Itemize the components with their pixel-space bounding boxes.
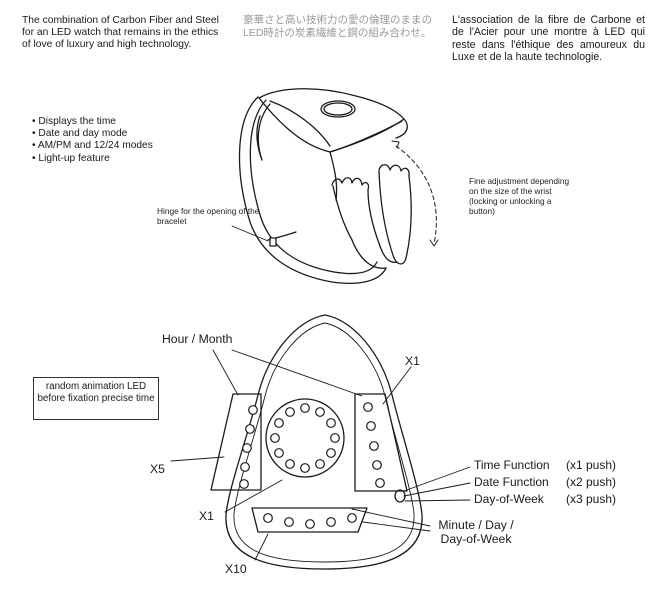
leader-lines [170, 349, 471, 561]
function-date-name: Date Function [474, 475, 549, 489]
minute-led [284, 517, 294, 527]
function-date-push: (x2 push) [566, 475, 617, 489]
minute-led [347, 513, 357, 523]
hour-led [363, 402, 373, 412]
feature-item: Displays the time [32, 116, 153, 128]
minute-led [305, 519, 315, 529]
bracelet-illustration [231, 88, 439, 284]
minute-led [326, 517, 336, 527]
hour-led [366, 421, 376, 431]
ring-led [274, 418, 284, 428]
adjustment-callout: Fine adjustment depending on the size of… [469, 176, 570, 216]
feature-item: AM/PM and 12/24 modes [32, 140, 153, 152]
ring-led [285, 459, 295, 469]
watch-face [210, 314, 423, 570]
x5-label: X5 [150, 462, 165, 476]
ring-led [315, 407, 325, 417]
ring-led [300, 463, 310, 473]
ring-led [285, 407, 295, 417]
hinge-callout: Hinge for the opening of the bracelet [157, 206, 260, 226]
feature-list: Displays the time Date and day mode AM/P… [32, 116, 153, 165]
animation-note-box: random animation LED before fixation pre… [33, 377, 159, 420]
minute-day-label: Minute / Day / Day-of-Week [438, 518, 514, 546]
hour-led [239, 479, 249, 489]
feature-item: Light-up feature [32, 153, 153, 165]
ring-led [326, 418, 336, 428]
intro-english: The combination of Carbon Fiber and Stee… [22, 15, 219, 51]
x1-top-label: X1 [405, 354, 420, 368]
hour-led [242, 443, 252, 453]
hour-led [245, 424, 255, 434]
ring-led [300, 403, 310, 413]
ring-led [330, 433, 340, 443]
ring-led [270, 433, 280, 443]
x1-bottom-label: X1 [199, 509, 214, 523]
hour-led [369, 441, 379, 451]
minute-led [263, 513, 273, 523]
hour-led [375, 478, 385, 488]
ring-led [326, 448, 336, 458]
x10-label: X10 [225, 562, 247, 576]
function-day-name: Day-of-Week [474, 492, 544, 506]
hour-led [248, 405, 258, 415]
function-time-push: (x1 push) [566, 458, 617, 472]
hour-month-label: Hour / Month [162, 332, 233, 346]
function-day-push: (x3 push) [566, 492, 617, 506]
ring-led [315, 459, 325, 469]
intro-japanese: 豪華さと高い技術力の愛の倫理のままのLED時計の炭素繊維と鋼の組み合わせ。 [243, 14, 432, 39]
hour-led [372, 460, 382, 470]
function-time-name: Time Function [474, 458, 550, 472]
hour-led [240, 462, 250, 472]
led-layer [239, 402, 385, 529]
feature-item: Date and day mode [32, 128, 153, 140]
ring-led [274, 448, 284, 458]
intro-french: L'association de la fibre de Carbone et … [452, 14, 645, 64]
